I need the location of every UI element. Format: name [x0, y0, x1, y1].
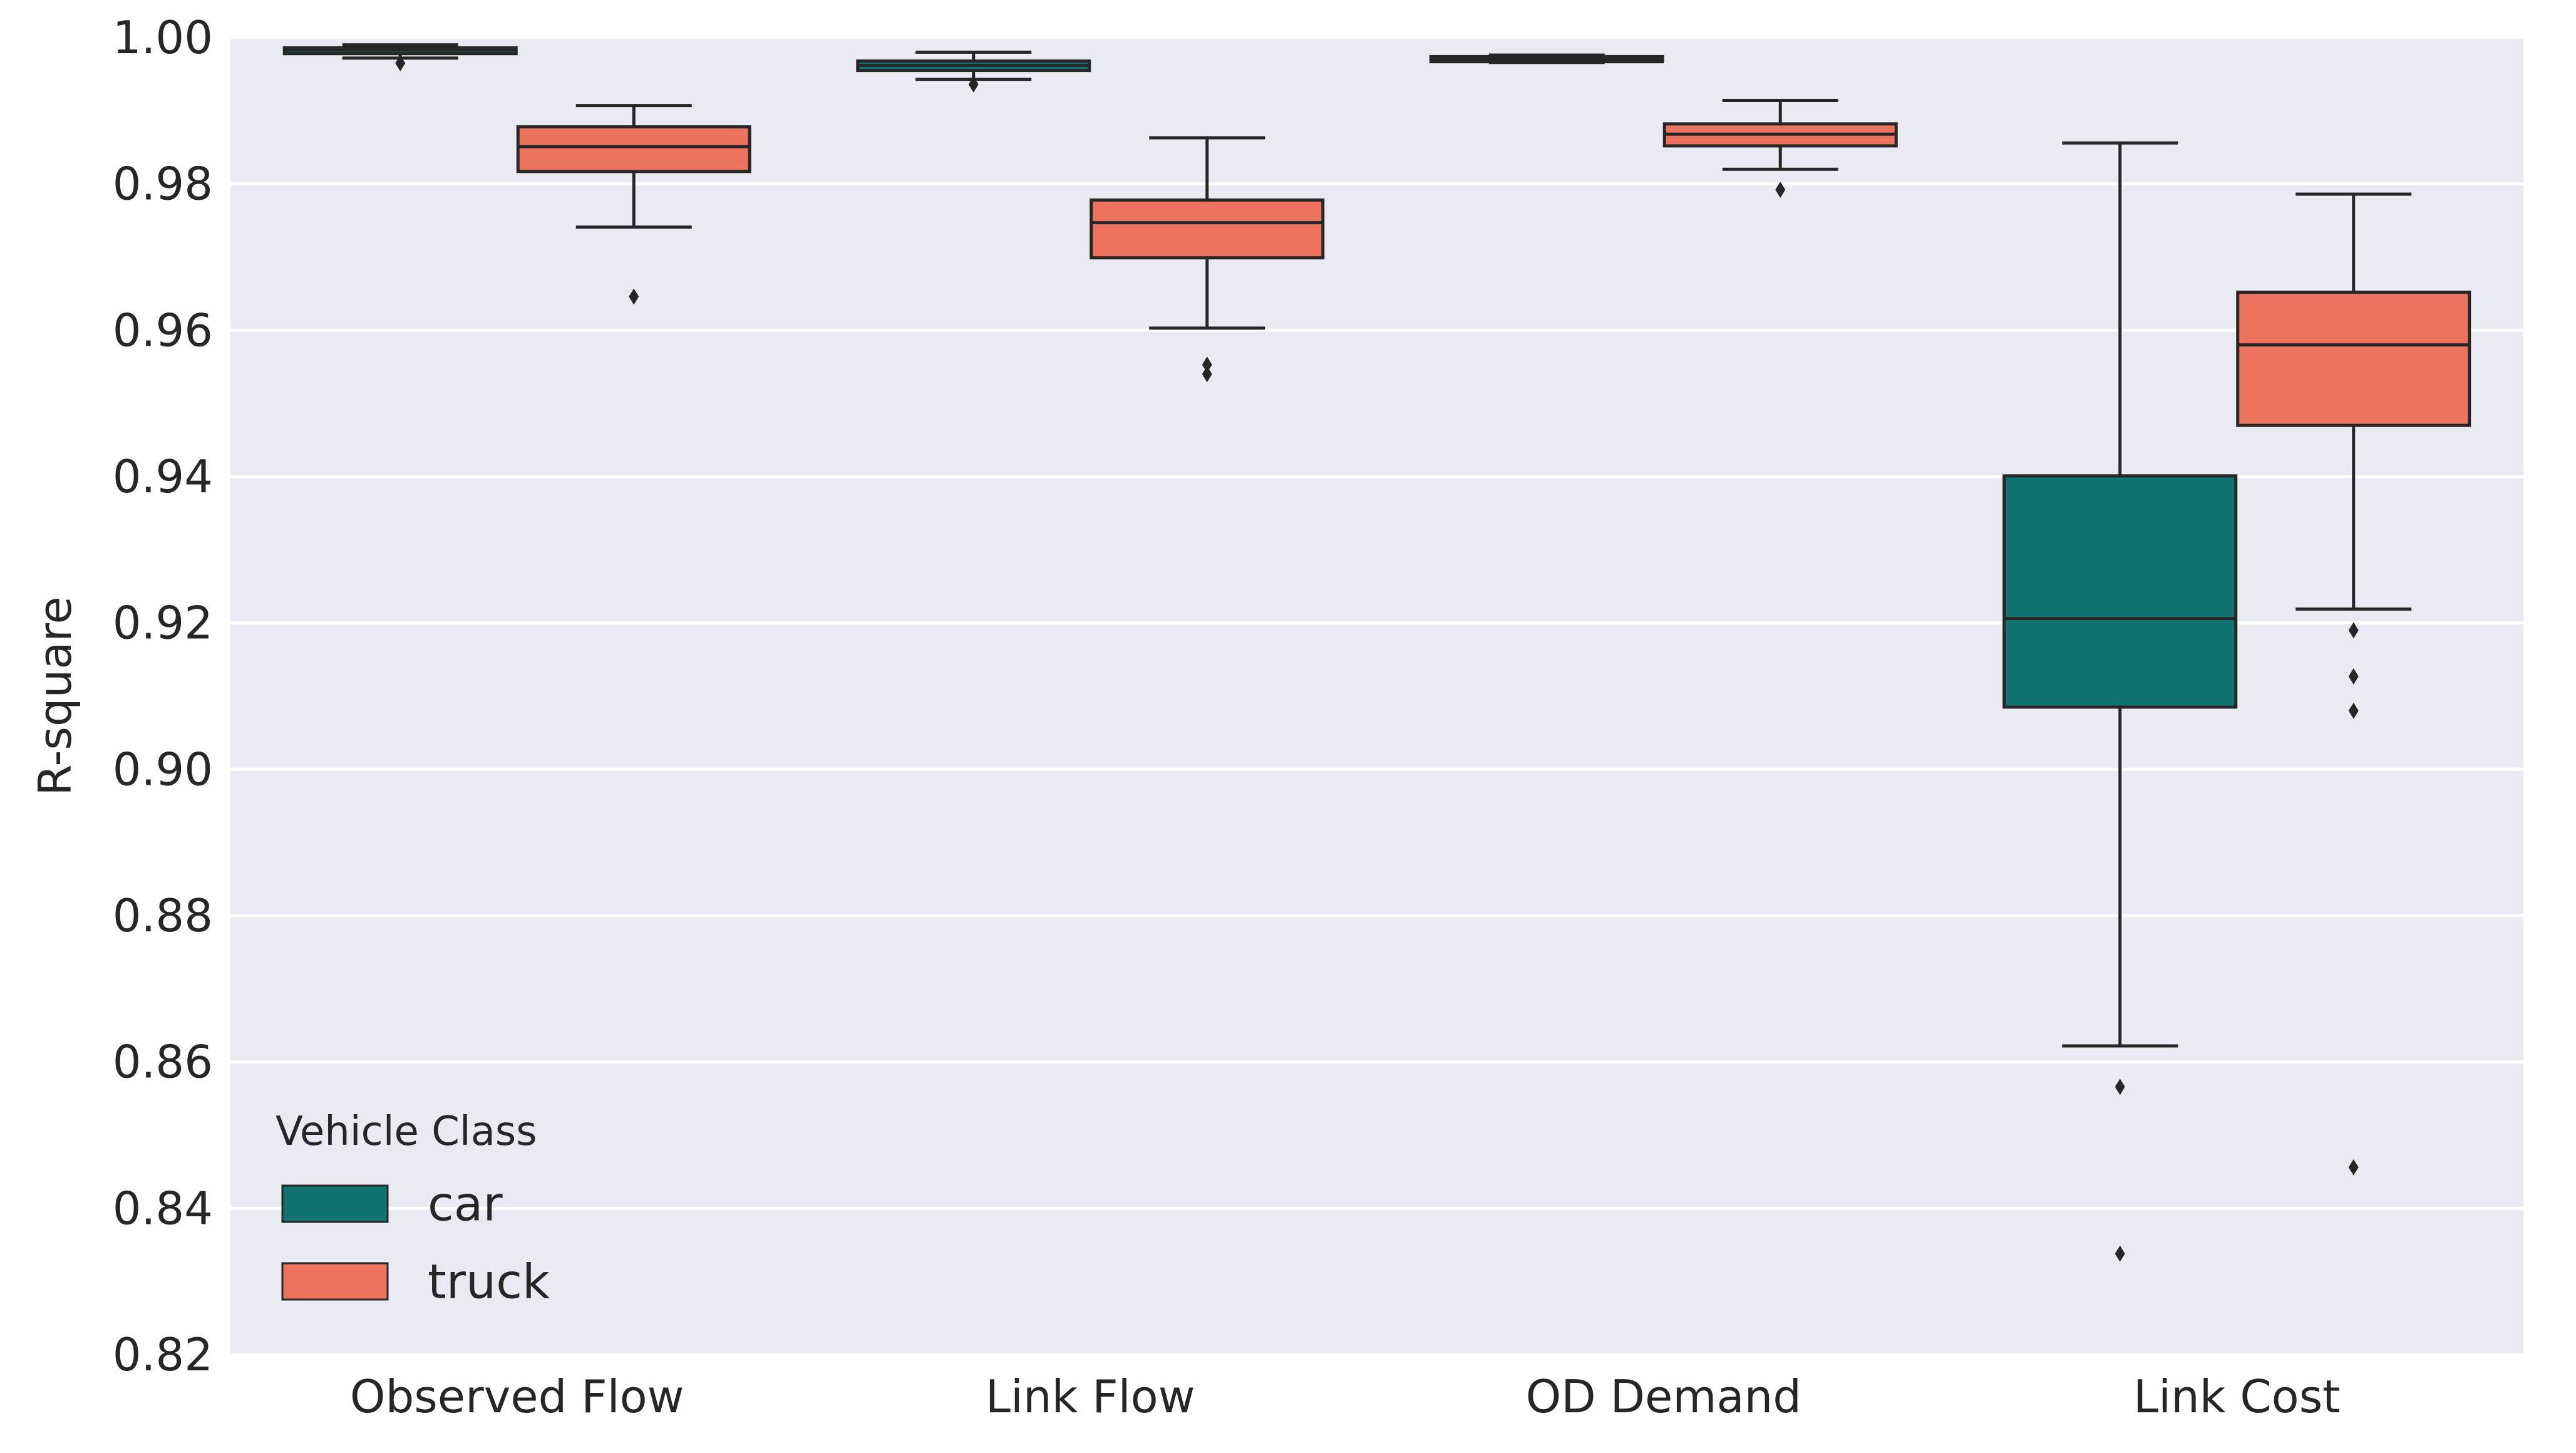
legend-label-truck: truck: [428, 1254, 550, 1310]
box-truck-2: [1662, 98, 1898, 199]
y-tick-label: 0.98: [113, 158, 213, 210]
box-plots: [282, 43, 2471, 1262]
box-car-2: [1429, 53, 1664, 65]
outlier-point: [2348, 702, 2359, 719]
outlier-point: [2348, 1159, 2359, 1176]
legend-swatch-car: [281, 1184, 389, 1223]
y-tick-label: 0.84: [113, 1182, 213, 1234]
y-tick-label: 0.90: [113, 743, 213, 795]
outlier-point: [2115, 1078, 2125, 1095]
legend-title: Vehicle Class: [276, 1109, 537, 1155]
legend-label-car: car: [428, 1176, 503, 1232]
legend: Vehicle Class car truck: [276, 1109, 550, 1310]
box-body: [2236, 291, 2471, 427]
box-body: [1090, 198, 1325, 260]
box-truck-3: [2236, 192, 2471, 1176]
box-truck-0: [516, 104, 751, 305]
x-tick-label: Link Cost: [2133, 1370, 2340, 1423]
y-tick-label: 0.92: [113, 597, 213, 649]
outlier-point: [2115, 1245, 2125, 1262]
box-body: [2002, 474, 2238, 709]
y-axis-label: R-square: [29, 596, 81, 795]
y-tick-label: 0.82: [113, 1328, 213, 1381]
outlier-point: [2348, 668, 2359, 685]
box-truck-1: [1090, 136, 1325, 383]
legend-swatch-truck: [281, 1262, 389, 1301]
box-car-0: [282, 43, 518, 71]
outlier-point: [1202, 356, 1212, 373]
outlier-point: [2348, 622, 2359, 639]
box-car-1: [856, 50, 1091, 93]
y-axis-ticks: 0.82 0.84 0.86 0.88 0.90 0.92 0.94 0.96 0.98 1.00: [113, 11, 213, 1381]
y-tick-label: 1.00: [113, 11, 213, 64]
y-tick-label: 0.86: [113, 1036, 213, 1088]
box-car-3: [2002, 141, 2238, 1262]
y-tick-label: 0.94: [113, 450, 213, 503]
outlier-point: [968, 76, 979, 93]
y-tick-label: 0.88: [113, 889, 213, 942]
outlier-point: [1775, 182, 1786, 199]
outlier-point: [629, 288, 639, 305]
outlier-point: [395, 54, 406, 71]
y-tick-label: 0.96: [113, 304, 213, 356]
outlier-point: [1202, 366, 1212, 383]
x-tick-label: Link Flow: [986, 1370, 1195, 1423]
x-tick-label: OD Demand: [1526, 1370, 1801, 1423]
x-tick-label: Observed Flow: [350, 1370, 684, 1423]
box-body: [516, 125, 751, 173]
x-axis-ticks: Observed Flow Link Flow OD Demand Link Cost: [350, 1370, 2341, 1423]
